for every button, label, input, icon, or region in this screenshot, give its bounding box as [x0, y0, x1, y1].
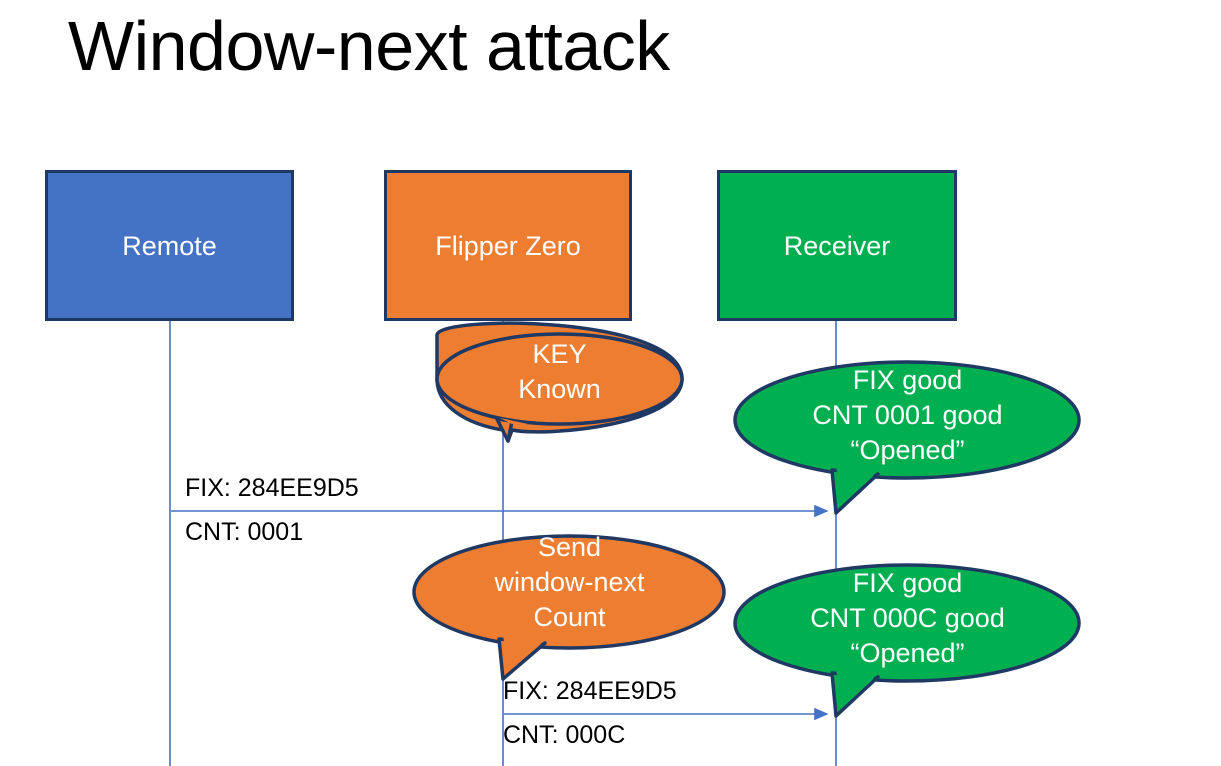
callout-fix-good-2	[733, 563, 1081, 718]
callout-fix-good-1	[733, 360, 1081, 515]
page-title: Window-next attack	[68, 7, 670, 85]
actor-box-flipper[interactable]: Flipper Zero	[384, 170, 632, 321]
actor-label-remote: Remote	[122, 230, 217, 261]
callout-key-known	[435, 321, 684, 443]
actor-box-remote[interactable]: Remote	[45, 170, 294, 321]
actor-box-receiver[interactable]: Receiver	[717, 170, 957, 321]
message-2-cnt-label: CNT: 000C	[503, 721, 626, 749]
actor-label-receiver: Receiver	[783, 230, 891, 261]
actor-label-flipper: Flipper Zero	[435, 230, 581, 261]
callout-send-window-next	[412, 534, 726, 681]
message-1-cnt-label: CNT: 0001	[185, 518, 304, 546]
message-1-fix-label: FIX: 284EE9D5	[185, 474, 359, 502]
message-2-fix-label: FIX: 284EE9D5	[503, 677, 677, 705]
